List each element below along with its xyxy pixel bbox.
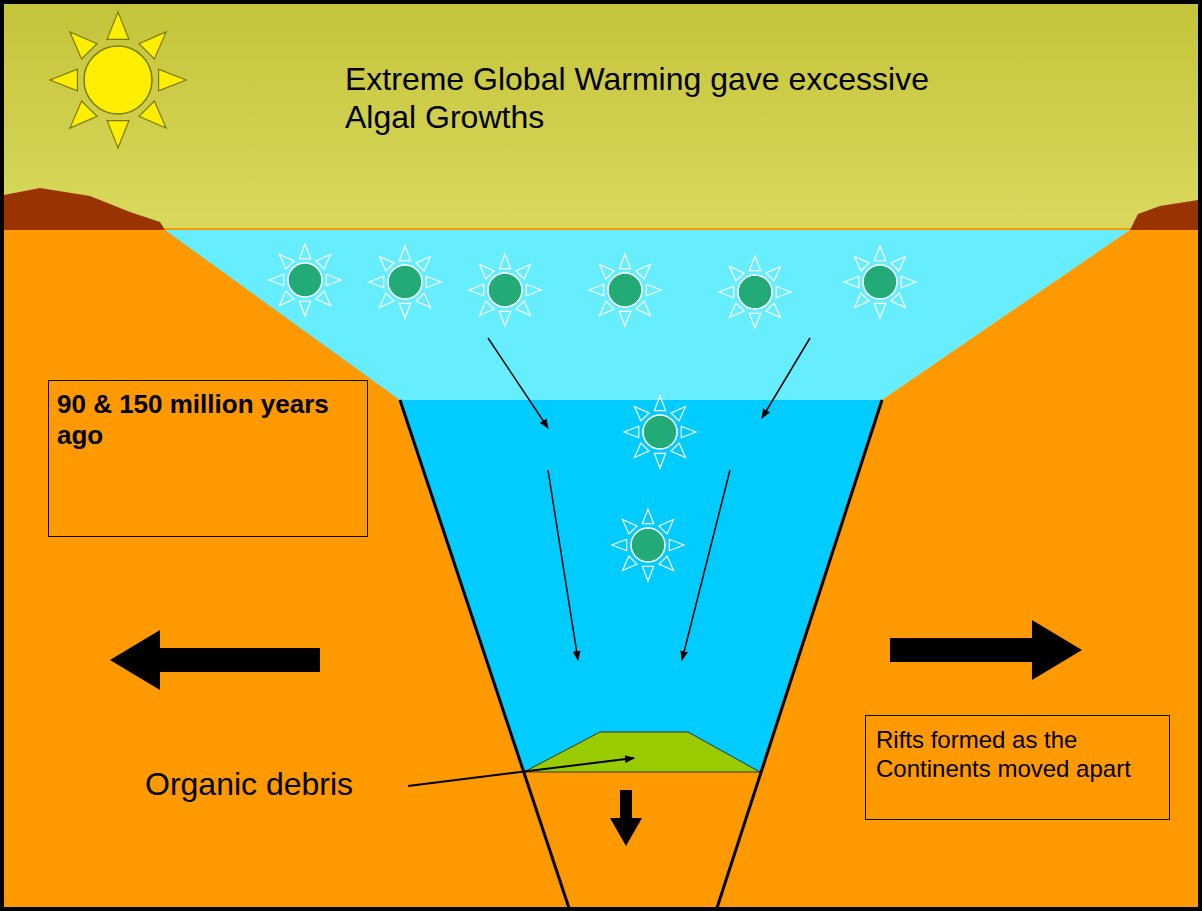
sinking-arrow xyxy=(488,338,548,428)
land-left xyxy=(4,188,165,230)
algae-symbol xyxy=(369,246,441,318)
ground xyxy=(4,228,1198,907)
left-arrow xyxy=(110,630,320,690)
algae-symbol xyxy=(269,244,341,316)
algae-symbol xyxy=(719,256,791,328)
sky xyxy=(4,4,1198,907)
deep-water xyxy=(400,400,882,772)
fault-line xyxy=(400,400,570,911)
algae-symbol xyxy=(844,246,916,318)
leader-line xyxy=(408,758,634,786)
right-arrow xyxy=(890,620,1082,680)
sinking-arrow xyxy=(682,470,730,660)
algae-symbol xyxy=(469,254,541,326)
age-box: 90 & 150 million years ago xyxy=(48,380,368,537)
sun-symbol xyxy=(50,12,186,148)
down-arrow xyxy=(610,790,642,846)
fault-line xyxy=(716,400,882,911)
algae-symbol xyxy=(624,396,696,468)
part-label: Organic debris xyxy=(145,765,353,803)
sinking-arrow xyxy=(548,470,578,660)
algae-symbol xyxy=(589,254,661,326)
sinking-arrow xyxy=(762,338,810,418)
algae-symbol xyxy=(612,509,684,581)
organic-debris xyxy=(524,732,760,772)
box-text: Rifts formed as the Continents moved apa… xyxy=(876,726,1159,784)
box-text: 90 & 150 million years ago xyxy=(57,389,359,451)
land-right xyxy=(1130,200,1198,230)
shallow-water xyxy=(165,230,1130,400)
note-box: Rifts formed as the Continents moved apa… xyxy=(865,715,1170,820)
sun-symbols xyxy=(50,12,916,581)
title-text: Extreme Global Warming gave excessive Al… xyxy=(345,60,1005,136)
